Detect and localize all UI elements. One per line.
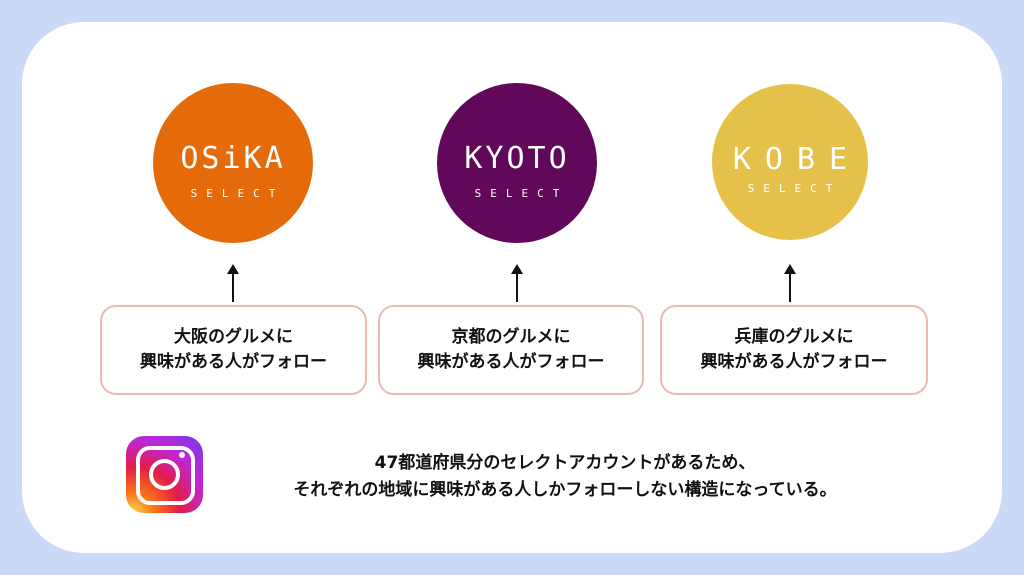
arrow-up-icon [227,264,239,302]
footer-line2: それぞれの地域に興味がある人しかフォローしない構造になっている。 [293,480,837,500]
box-line2: 興味がある人がフォロー [417,352,605,372]
hyogo-audience-box: 兵庫のグルメに 興味がある人がフォロー [660,305,928,395]
logo-main-text: KYOTO [464,141,570,176]
box-line1: 大阪のグルメに [174,327,293,347]
logo-sub-text: SELECT [190,187,285,200]
logo-sub-text: SELECT [474,187,569,200]
instagram-icon [126,436,203,513]
logo-sub-text: SELECT [747,182,842,195]
logo-main-text: OSiKA [180,141,286,176]
box-line2: 興味がある人がフォロー [140,352,327,372]
footer-line1: 47都道府県分のセレクトアカウントがあるため、 [374,453,756,473]
osaka-select-logo: OSiKA SELECT [153,83,313,243]
box-line2: 興味がある人がフォロー [700,352,888,372]
arrow-up-icon [784,264,796,302]
box-line1: 兵庫のグルメに [734,327,854,347]
kyoto-select-logo: KYOTO SELECT [437,83,597,243]
box-line1: 京都のグルメに [451,327,571,347]
kobe-select-logo: KOBE SELECT [712,84,868,240]
osaka-audience-box: 大阪のグルメに 興味がある人がフォロー [100,305,367,395]
footer-note: 47都道府県分のセレクトアカウントがあるため、 それぞれの地域に興味がある人しか… [215,450,915,504]
arrow-up-icon [511,264,523,302]
kyoto-audience-box: 京都のグルメに 興味がある人がフォロー [378,305,644,395]
logo-main-text: KOBE [732,142,862,177]
